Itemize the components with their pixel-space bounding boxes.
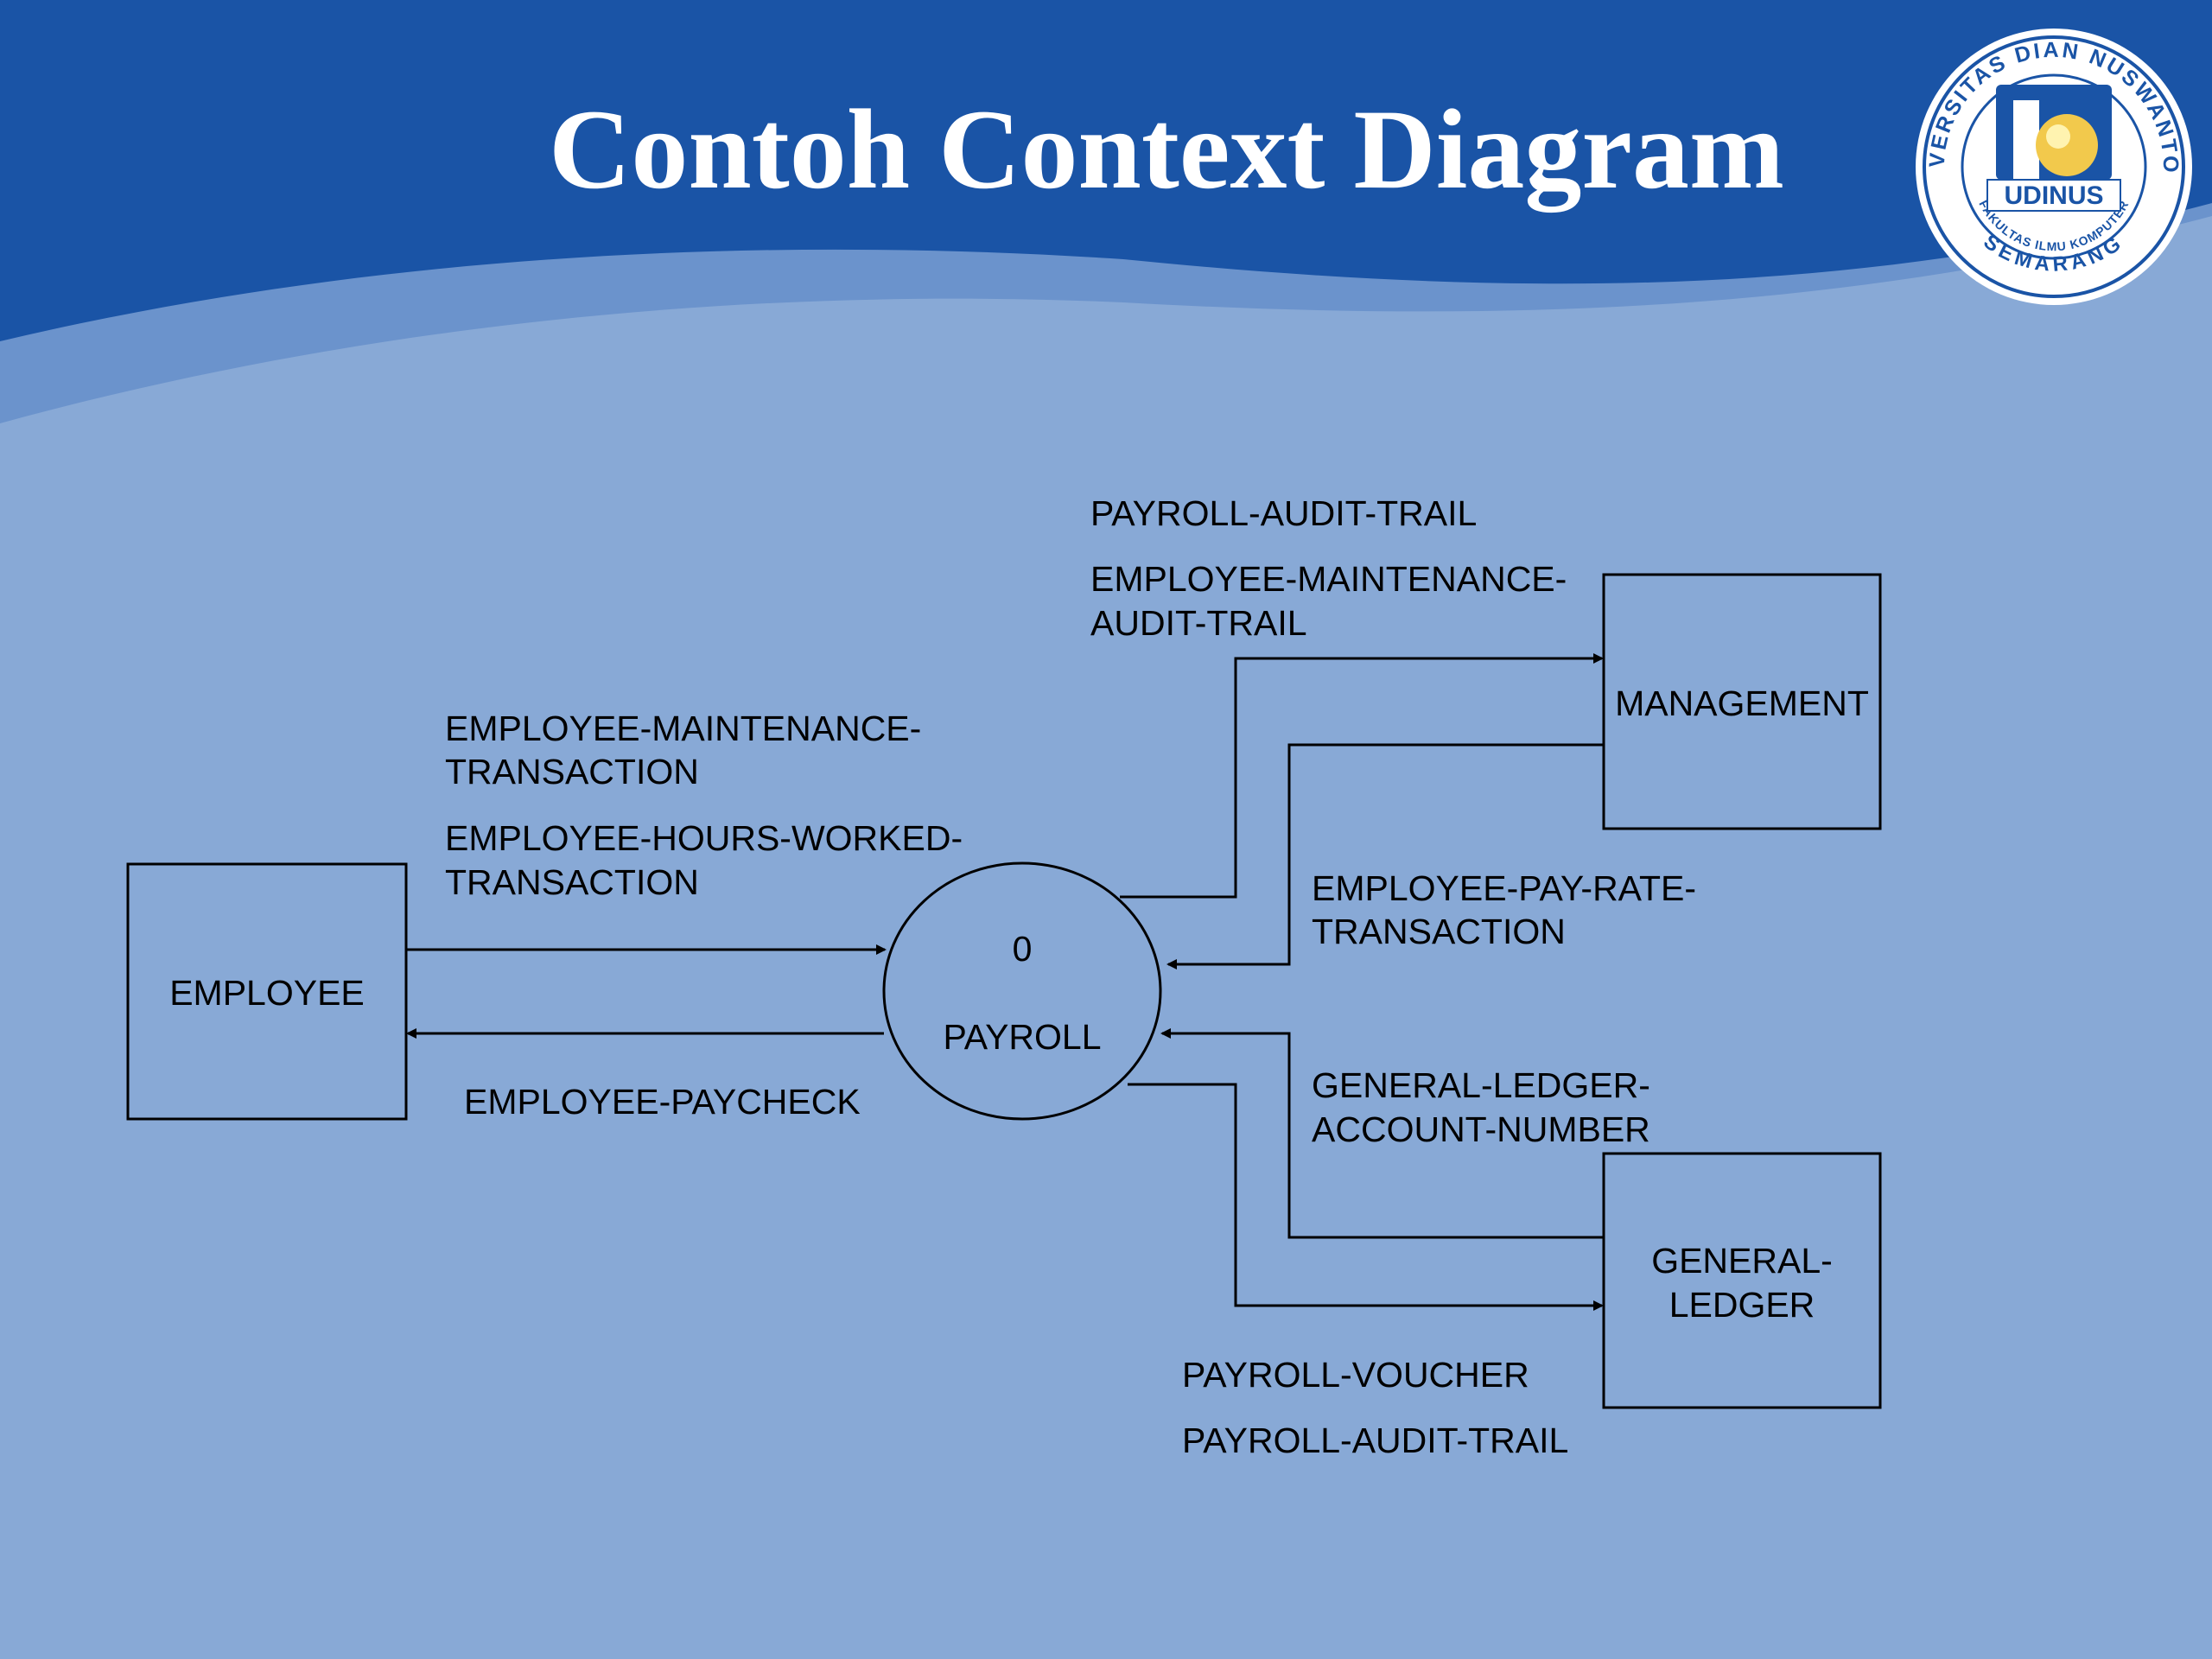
flow-label-payroll-audit-trail-management: PAYROLL-AUDIT-TRAIL [1090, 493, 1477, 533]
general-ledger-entity-box [1602, 1152, 1882, 1409]
process-number: 0 [1013, 929, 1033, 969]
slide-title: Contoh Context Diagram [549, 86, 1784, 213]
flow-label-general-ledger-account-number-line2: ACCOUNT-NUMBER [1312, 1109, 1650, 1149]
flow-label-employee-paycheck: EMPLOYEE-PAYCHECK [464, 1082, 861, 1122]
general-ledger-entity-label-line2: LEDGER [1669, 1285, 1815, 1325]
udinus-logo: UNIVERSITAS DIAN NUSWANTORO FAKULTAS ILM… [1911, 24, 2192, 305]
flow-payroll-to-management [1120, 653, 1604, 899]
flow-label-employee-pay-rate-transaction-line2: TRANSACTION [1312, 912, 1566, 951]
logo-brand-text: UDINUS [2004, 181, 2103, 210]
flow-management-to-payroll [1166, 743, 1604, 969]
flow-label-payroll-voucher: PAYROLL-VOUCHER [1182, 1355, 1529, 1395]
management-entity-box [1602, 573, 1882, 830]
flow-label-employee-maintenance-transaction-line2: TRANSACTION [445, 752, 699, 791]
management-entity-label: MANAGEMENT [1615, 683, 1869, 723]
flow-payroll-to-general-ledger [1128, 1083, 1604, 1311]
flow-label-employee-hours-worked-transaction-line1: EMPLOYEE-HOURS-WORKED- [445, 818, 963, 858]
employee-entity-label: EMPLOYEE [169, 973, 365, 1013]
flow-label-employee-maintenance-transaction-line1: EMPLOYEE-MAINTENANCE- [445, 709, 921, 748]
flow-label-general-ledger-account-number-line1: GENERAL-LEDGER- [1312, 1065, 1650, 1105]
flow-label-employee-maintenance-audit-trail-line2: AUDIT-TRAIL [1090, 603, 1307, 643]
process-name: PAYROLL [943, 1017, 1101, 1057]
general-ledger-entity-label-line1: GENERAL- [1651, 1241, 1833, 1281]
flow-label-employee-pay-rate-transaction-line1: EMPLOYEE-PAY-RATE- [1312, 868, 1696, 908]
flow-label-employee-hours-worked-transaction-line2: TRANSACTION [445, 862, 699, 902]
employee-entity-box [126, 862, 408, 1121]
flow-label-payroll-audit-trail-ledger: PAYROLL-AUDIT-TRAIL [1182, 1421, 1568, 1460]
flow-label-employee-maintenance-audit-trail-line1: EMPLOYEE-MAINTENANCE- [1090, 559, 1567, 599]
payroll-process-circle [882, 861, 1162, 1121]
flow-general-ledger-to-payroll [1160, 1028, 1604, 1239]
